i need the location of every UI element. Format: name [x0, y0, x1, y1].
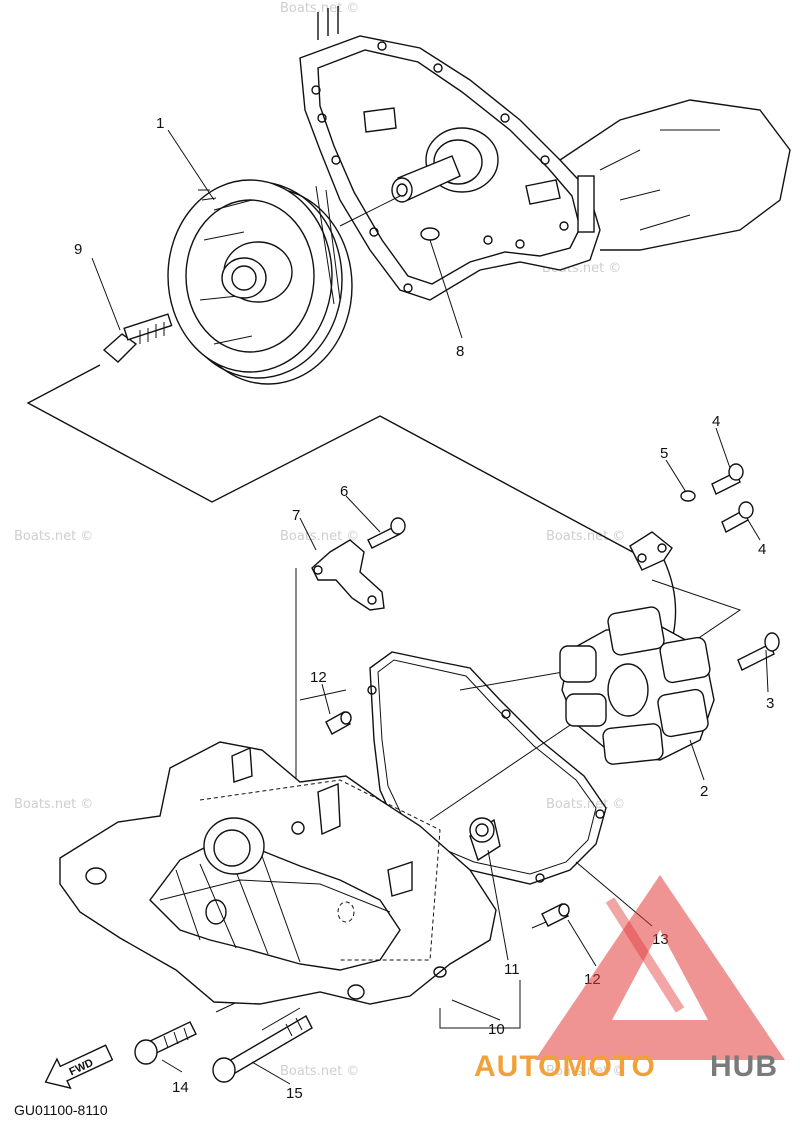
part-label-2: 2	[700, 783, 708, 800]
watermark: Boats.net ©	[546, 529, 625, 544]
washer-5	[680, 490, 696, 502]
bolt-3	[737, 632, 780, 671]
part-label-3: 3	[766, 695, 774, 712]
watermark: Boats.net ©	[280, 1064, 359, 1079]
part-label-1: 1	[156, 115, 164, 132]
forward-arrow: FWD	[44, 1044, 114, 1090]
logo-text-hub: HUB	[710, 1050, 778, 1083]
part-label-4-upper: 4	[712, 413, 720, 430]
screw-6	[367, 517, 406, 549]
flywheel	[167, 179, 353, 385]
dowel-pin-lower	[541, 903, 570, 927]
automotohub-logo: AUTOMOTO HUB	[474, 875, 785, 1083]
diagram-code: GU01100-8110	[14, 1102, 108, 1118]
stator	[559, 606, 715, 765]
watermark: Boats.net ©	[14, 529, 93, 544]
part-labels: 1 2 3 4 4 5 6 7 8 9 10 11 12 12 13 14 15	[74, 115, 774, 1102]
assembly-lines	[26, 195, 742, 1031]
clamp-bracket	[311, 539, 385, 611]
part-label-4-lower: 4	[758, 541, 766, 558]
bolt-15	[212, 1015, 313, 1083]
part-label-12-upper: 12	[310, 669, 327, 686]
logo-triangle-icon	[535, 875, 785, 1060]
watermark: Boats.net ©	[546, 797, 625, 812]
part-label-5: 5	[660, 445, 668, 462]
part-label-6: 6	[340, 483, 348, 500]
bolt-4-upper	[711, 463, 744, 495]
flywheel-bolt	[102, 313, 173, 363]
fwd-label: FWD	[67, 1057, 95, 1078]
bolt-14	[134, 1021, 197, 1065]
dowel-pin-upper	[325, 711, 352, 735]
part-label-8: 8	[456, 343, 464, 360]
woodruff-key	[420, 227, 440, 241]
part-label-9: 9	[74, 241, 82, 258]
watermark: Boats.net ©	[14, 797, 93, 812]
part-label-7: 7	[292, 507, 300, 524]
part-label-14: 14	[172, 1079, 189, 1096]
logo-text-automoto: AUTOMOTO	[474, 1050, 656, 1083]
watermark: Boats.net ©	[546, 1064, 625, 1079]
cover	[59, 741, 497, 1005]
watermark: Boats.net ©	[280, 529, 359, 544]
engine-housing	[299, 6, 791, 301]
part-label-11: 11	[504, 961, 520, 978]
part-label-10: 10	[488, 1021, 505, 1038]
bushing	[469, 817, 501, 862]
bolt-4-lower	[721, 501, 754, 533]
watermark: Boats.net ©	[280, 1, 359, 16]
part-label-15: 15	[286, 1085, 303, 1102]
